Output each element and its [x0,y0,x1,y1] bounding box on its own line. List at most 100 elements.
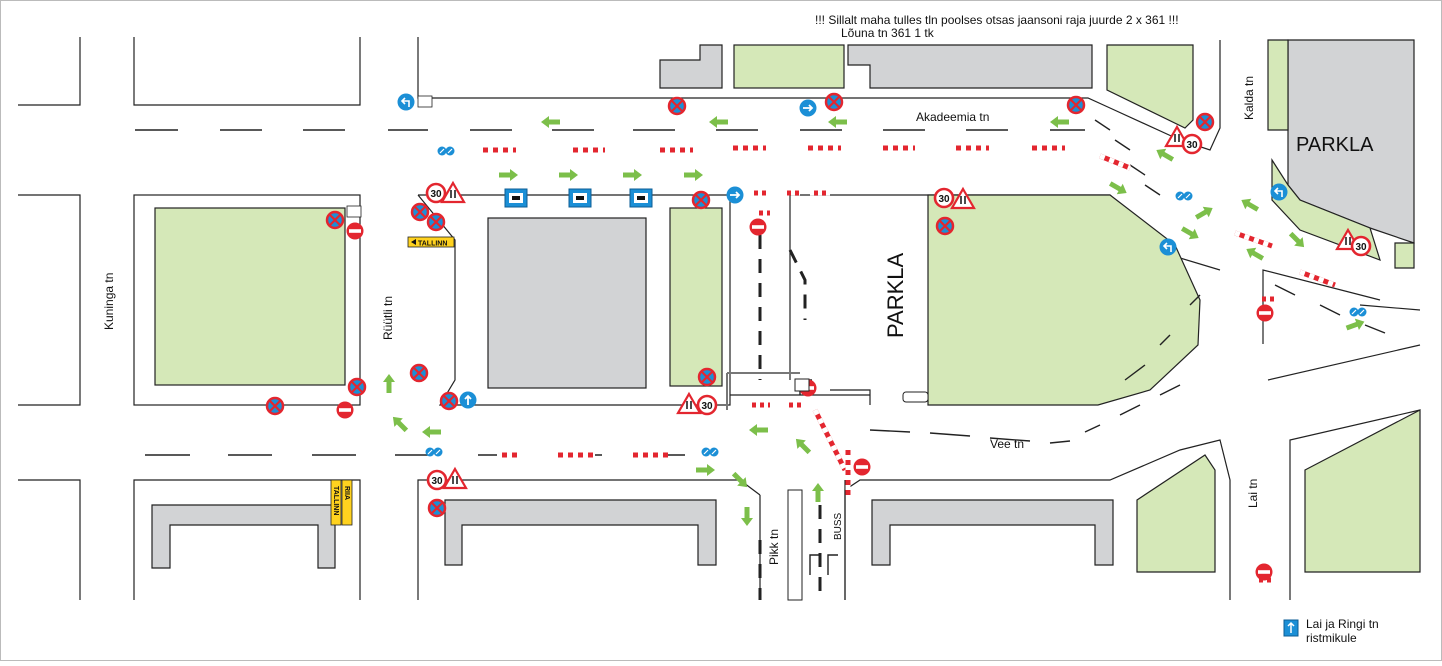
legend-line-1: Lai ja Ringi tn [1306,617,1379,631]
flow-arrow [741,507,753,526]
no-stopping-sign [427,498,447,518]
info-board [417,95,433,108]
flow-arrow [828,116,847,128]
no-stopping-sign [935,216,955,236]
building-south-mid [444,499,717,566]
building-south-east [871,499,1114,566]
flow-arrow [1238,194,1261,215]
curb-east-upper [1359,304,1421,311]
flow-arrow [1286,229,1309,252]
map-labels: !!! Sillalt maha tulles tln poolses otsa… [102,13,1379,645]
green-kalda-strip [1267,39,1289,131]
lane-arrows [799,379,838,575]
no-stopping-sign [410,202,430,222]
street-label-kuninga: Kuninga tn [102,273,116,330]
flow-arrow [422,426,441,438]
riia-tallinn-sign: TALLINN RIIA [330,479,353,526]
green-north [733,44,845,89]
block-outline-lai-east [1289,409,1421,600]
curb-east-lower [1267,344,1421,381]
svg-text:30: 30 [430,189,442,200]
speed-30-sign: 30 [425,182,447,204]
no-entry-sign [1256,304,1274,322]
legend-line-2: ristmikule [1306,631,1357,645]
flow-arrow [383,374,395,393]
blue-sign-pair [700,446,720,458]
flow-arrow [1193,202,1216,223]
no-entry-sign [336,401,354,419]
flow-arrow [1344,315,1367,334]
block-outline-sw [18,479,81,600]
no-stopping-sign [426,212,446,232]
flow-arrow [1153,144,1176,165]
flow-arrow [1243,243,1266,264]
blue-sign-pair [1348,306,1368,318]
riia-vertical-label: RIIA [343,486,350,500]
svg-text:30: 30 [1186,140,1198,151]
street-label-akadeemia: Akadeemia tn [916,110,989,124]
no-entry-sign [853,458,871,476]
bus-stop-sign [794,378,810,392]
warning-triangle-sign [676,392,702,415]
green-lai-east [1304,409,1421,573]
bus-lane-label: BUSS [833,512,844,540]
green-kuninga [154,207,346,386]
green-parkla-main [927,194,1201,406]
flow-arrow [684,169,703,181]
direction-sign [725,185,745,205]
note-line-2: Lõuna tn 361 1 tk [841,26,935,40]
street-label-vee: Vee tn [990,437,1024,451]
green-strip-center [669,207,723,387]
no-stopping-sign [824,92,844,112]
buildings [151,39,1415,569]
street-label-ruutli: Rüütli tn [381,296,395,340]
tallinn-vertical-label: TALLINN [332,486,339,515]
no-entry-sign [749,218,767,236]
speed-30-sign: 30 [696,394,718,416]
flow-arrow [749,424,768,436]
green-areas [154,39,1421,573]
no-stopping-sign [439,391,459,411]
tallinn-direction-sign: TALLINN [407,236,455,248]
lane-info-sign [568,188,592,208]
flow-arrow [1179,223,1202,244]
turn-sign [1269,182,1289,202]
legend-icon [1283,619,1299,637]
speed-30-sign: 30 [426,469,448,491]
no-stopping-sign [347,377,367,397]
traffic-island-small [902,391,929,403]
parking-label-right: PARKLA [1296,134,1374,156]
no-stopping-sign [409,363,429,383]
turn-sign [396,92,416,112]
no-stopping-sign [265,396,285,416]
flow-arrow [559,169,578,181]
tallinn-sign-label: TALLINN [418,241,447,248]
building-center [487,217,647,389]
direction-sign [798,98,818,118]
note-line-1: !!! Sillalt maha tulles tln poolses otsa… [815,13,1179,27]
block-outline-south-mid [133,479,361,600]
block-outline-pikk-west [417,479,761,600]
pikk-dashed-lines [758,235,822,600]
no-entry-sign [346,222,364,240]
svg-text:30: 30 [701,401,713,412]
green-small-east [1394,242,1415,269]
flow-arrow [812,483,824,502]
block-outline-kuninga-east [133,194,361,406]
flow-arrow [1050,116,1069,128]
flow-arrow [709,116,728,128]
flow-arrow [791,434,814,457]
road-barriers [478,145,1336,583]
no-entry-sign [1255,563,1273,581]
info-board [346,205,362,218]
turn-sign [1158,237,1178,257]
green-vee-south [1136,454,1216,573]
no-stopping-sign [1066,95,1086,115]
building-north-small [659,44,723,89]
no-stopping-sign [667,96,687,116]
block-outline-top-mid [133,37,361,106]
warning-triangle-sign [442,467,468,490]
lane-info-sign [629,188,653,208]
